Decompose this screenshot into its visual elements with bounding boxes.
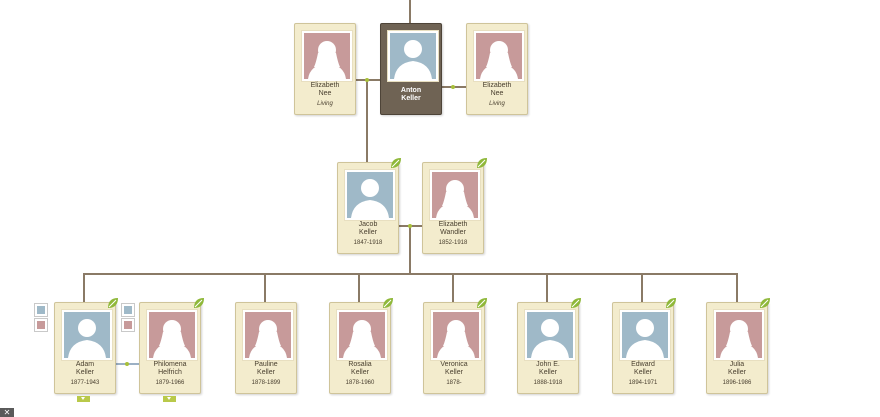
person-dates: 1888-1918	[533, 380, 563, 386]
union-dot[interactable]	[125, 362, 129, 366]
parents-female-icon[interactable]	[121, 318, 135, 332]
female-silhouette-icon	[713, 309, 765, 361]
chevron-down-icon[interactable]	[77, 396, 90, 402]
hint-leaf-icon[interactable]	[389, 156, 403, 170]
female-silhouette-icon	[430, 309, 482, 361]
union-dot[interactable]	[365, 78, 369, 82]
female-silhouette-icon	[429, 169, 481, 221]
parents-male-icon[interactable]	[121, 303, 135, 317]
collapse-icon[interactable]: ✕	[0, 408, 14, 417]
connector-top-parent	[409, 0, 411, 24]
female-silhouette-icon	[473, 30, 525, 82]
person-dates: 1879-1966	[155, 380, 185, 386]
hint-leaf-icon[interactable]	[192, 296, 206, 310]
connector-to-children	[409, 226, 411, 274]
connector-children-bar	[83, 273, 738, 275]
connector-child-adam	[83, 273, 85, 302]
female-silhouette-icon	[146, 309, 198, 361]
person-dates: 1852-1918	[438, 240, 468, 246]
hint-leaf-icon[interactable]	[381, 296, 395, 310]
person-dates: 1878-1960	[345, 380, 375, 386]
hint-leaf-icon[interactable]	[569, 296, 583, 310]
person-dates: 1847-1918	[353, 240, 383, 246]
union-dot[interactable]	[451, 85, 455, 89]
person-dates: 1878-1899	[251, 380, 281, 386]
person-dates: 1877-1943	[70, 380, 100, 386]
person-dates: 1896-1986	[722, 380, 752, 386]
hint-leaf-icon[interactable]	[664, 296, 678, 310]
connector-child-julia	[736, 273, 738, 302]
male-silhouette-icon	[344, 169, 396, 221]
union-dot[interactable]	[408, 224, 412, 228]
hint-leaf-icon[interactable]	[475, 156, 489, 170]
female-silhouette-icon	[242, 309, 294, 361]
person-dates: 1894-1971	[628, 380, 658, 386]
person-dates: 1878-	[446, 380, 462, 386]
connector-child-rosalia	[358, 273, 360, 302]
hint-leaf-icon[interactable]	[475, 296, 489, 310]
female-silhouette-icon	[301, 30, 353, 82]
parents-female-icon[interactable]	[34, 318, 48, 332]
connector-to-jacob	[366, 80, 368, 162]
hint-leaf-icon[interactable]	[758, 296, 772, 310]
female-silhouette-icon	[336, 309, 388, 361]
male-silhouette-icon	[387, 30, 439, 82]
chevron-down-icon[interactable]	[163, 396, 176, 402]
person-status: Living	[317, 101, 333, 107]
connector-child-veronica	[452, 273, 454, 302]
hint-leaf-icon[interactable]	[106, 296, 120, 310]
parents-male-icon[interactable]	[34, 303, 48, 317]
male-silhouette-icon	[619, 309, 671, 361]
person-name: John E.Keller	[536, 361, 560, 376]
connector-child-edward	[641, 273, 643, 302]
male-silhouette-icon	[524, 309, 576, 361]
person-status: Living	[489, 101, 505, 107]
male-silhouette-icon	[61, 309, 113, 361]
connector-child-pauline	[264, 273, 266, 302]
connector-child-john	[546, 273, 548, 302]
person-card-john-keller[interactable]: John E.Keller 1888-1918	[517, 302, 579, 394]
